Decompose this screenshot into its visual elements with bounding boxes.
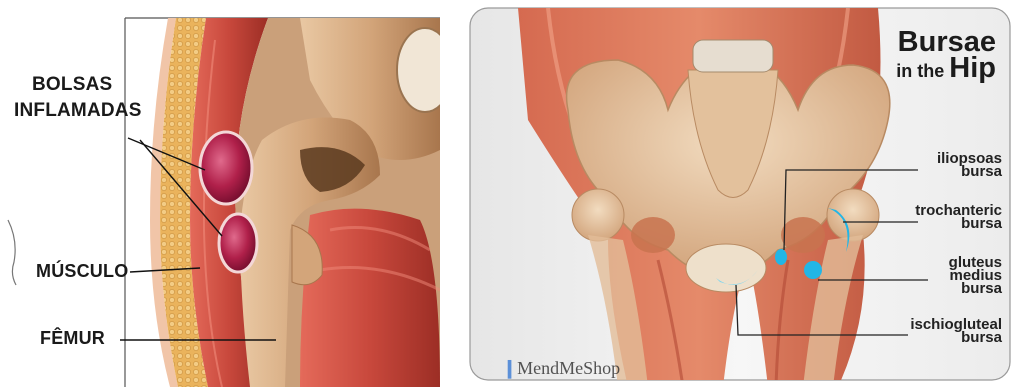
watermark-icon: ❙ — [502, 358, 517, 378]
lower-inflamed-bursa — [219, 214, 257, 272]
diagram-subtitle: in the Hip — [896, 57, 996, 82]
iliopsoas-label: iliopsoas bursa — [937, 152, 1002, 178]
hip-bursae-diagram: Bursae in the Hip iliopsoas bursa trocha… — [458, 0, 1012, 387]
inflamadas-label: INFLAMADAS — [14, 100, 142, 122]
iliopsoas-bursa — [775, 249, 787, 265]
subtitle-hip: Hip — [949, 52, 996, 84]
watermark: ❙MendMeShop — [502, 358, 620, 379]
bolsas-label: BOLSAS — [32, 74, 112, 96]
femur-label: FÊMUR — [40, 328, 105, 349]
subtitle-prefix: in the — [896, 61, 949, 81]
inflamed-bursae-illustration: BOLSAS INFLAMADAS MÚSCULO FÊMUR — [0, 0, 440, 387]
trochanteric-label: trochanteric bursa — [915, 204, 1002, 230]
gluteus-medius-bursa — [804, 261, 822, 279]
bolsas-label-line2: INFLAMADAS — [14, 100, 142, 122]
bolsas-label-line1: BOLSAS — [32, 74, 112, 96]
watermark-text: MendMeShop — [517, 358, 620, 378]
ischiogluteal-label: ischiogluteal bursa — [910, 318, 1002, 344]
upper-inflamed-bursa — [200, 132, 252, 204]
gluteus-medius-label: gluteus medius bursa — [949, 256, 1002, 295]
musculo-label: MÚSCULO — [36, 261, 128, 282]
